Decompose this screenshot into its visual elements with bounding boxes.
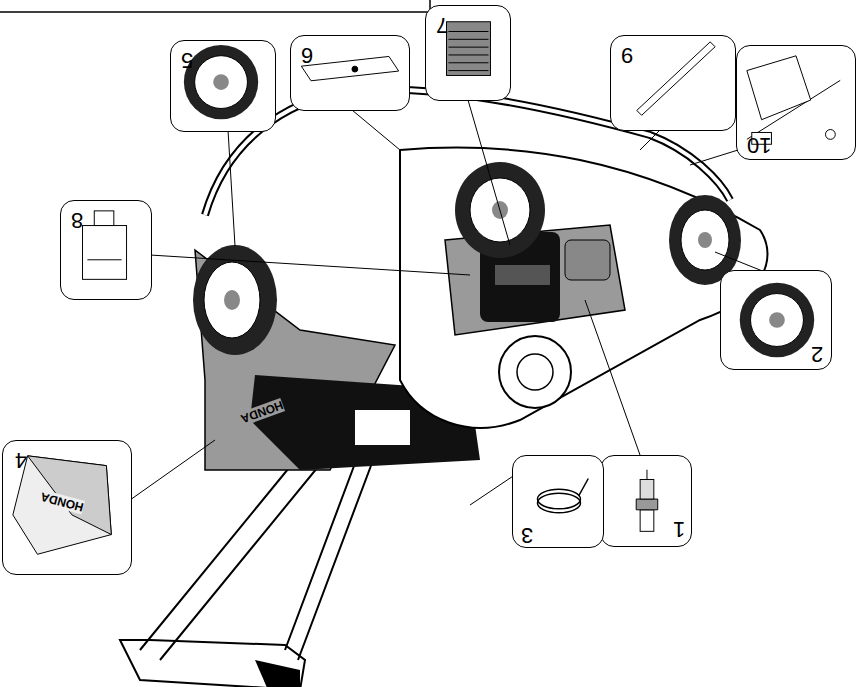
air-cleaner-detail (495, 265, 550, 285)
recoil-hub (517, 354, 553, 390)
callout-number: 1 (673, 518, 685, 540)
frame-line (0, 0, 430, 12)
callout-box: 6 (290, 35, 410, 111)
callout-box: 1 (600, 455, 692, 547)
callout-number: 4 (15, 449, 27, 471)
callout-number: 10 (747, 134, 771, 156)
handle-clip (255, 660, 300, 687)
callout-box: 10 (736, 45, 856, 160)
callout-number: 7 (436, 14, 448, 36)
deck-panel (355, 410, 410, 445)
callout-number: 6 (301, 44, 313, 66)
callout-number: 2 (811, 343, 823, 365)
callout-box: 3 (512, 455, 604, 548)
leader-lines (130, 100, 765, 505)
callout-number: 9 (621, 44, 633, 66)
callout-number: 3 (521, 524, 533, 546)
callout-box: 8 (60, 200, 152, 300)
handle-grip (120, 640, 305, 687)
callout-number: 8 (71, 209, 83, 231)
wheels (193, 162, 741, 355)
callout-box: 9 (610, 35, 736, 131)
callout-box: 5 (170, 40, 276, 132)
callout-box: 7 (425, 5, 511, 101)
carburetor (565, 240, 610, 280)
mower-body (400, 148, 768, 428)
callout-number: 5 (181, 49, 193, 71)
recoil-starter (499, 336, 571, 408)
callout-box: 2 (720, 270, 832, 370)
